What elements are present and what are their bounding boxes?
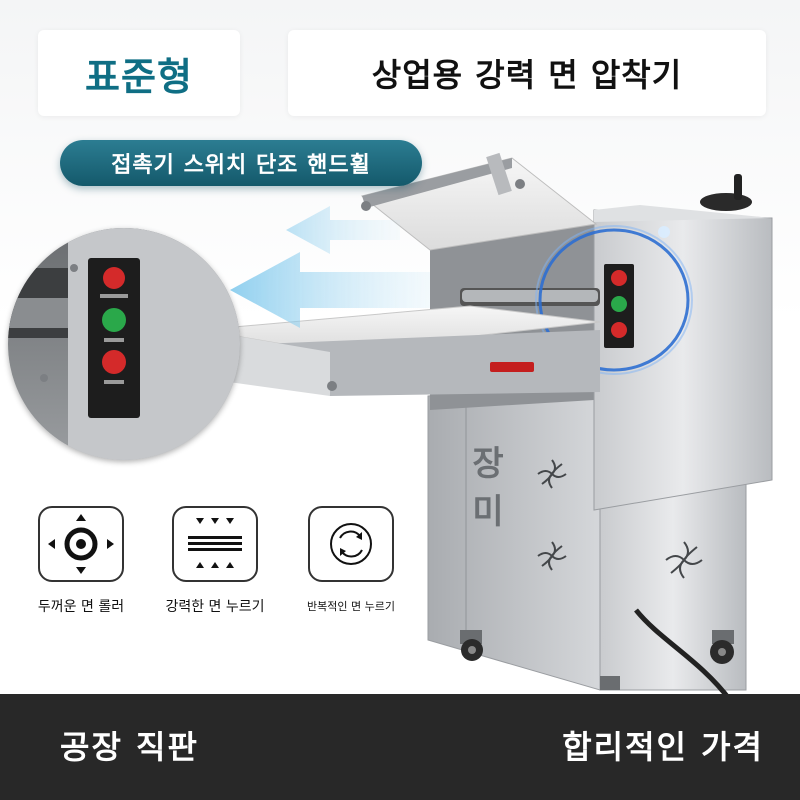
vent-fan-icon bbox=[537, 459, 567, 489]
product-title-text: 상업용 강력 면 압착기 bbox=[371, 56, 683, 94]
footer-right-text: 합리적인 가격 bbox=[562, 728, 764, 766]
highlight-ring bbox=[538, 228, 690, 372]
feature-pill: 접촉기 스위치 단조 핸드휠 bbox=[60, 140, 422, 186]
standard-badge-text: 표준형 bbox=[85, 54, 193, 99]
vent-fan-icon bbox=[537, 541, 567, 571]
standard-badge: 표준형 bbox=[38, 30, 240, 116]
brand-mark-top: 장 bbox=[472, 444, 504, 484]
vent-fan-icon bbox=[665, 541, 703, 579]
feature-label: 강력한 면 누르기 bbox=[165, 599, 265, 615]
lower-conveyor bbox=[199, 305, 601, 396]
feature-label: 두꺼운 면 롤러 bbox=[37, 599, 125, 615]
footer-left-text: 공장 직판 bbox=[60, 728, 199, 766]
motion-arrows bbox=[230, 206, 430, 328]
upper-conveyor bbox=[360, 152, 598, 251]
repeat-cycle-icon bbox=[308, 506, 394, 582]
thick-roller-icon bbox=[38, 506, 124, 582]
press-icon bbox=[172, 506, 258, 582]
feature-label: 반복적인 면 누르기 bbox=[307, 600, 395, 613]
control-panel-zoom bbox=[8, 228, 240, 460]
caster-wheel bbox=[600, 676, 620, 690]
caster-wheel bbox=[710, 630, 734, 664]
footer-bar: 공장 직판 합리적인 가격 bbox=[0, 694, 800, 800]
product-title: 상업용 강력 면 압착기 bbox=[288, 30, 766, 116]
brand-mark: 장 미 bbox=[462, 440, 514, 536]
caster-wheel bbox=[460, 630, 483, 661]
reverse-button bbox=[102, 350, 126, 374]
start-button bbox=[102, 308, 126, 332]
hand-wheel bbox=[700, 174, 752, 211]
feature-pill-text: 접촉기 스위치 단조 핸드휠 bbox=[111, 153, 371, 178]
brand-mark-bottom: 미 bbox=[472, 492, 504, 532]
stop-button bbox=[103, 267, 125, 289]
